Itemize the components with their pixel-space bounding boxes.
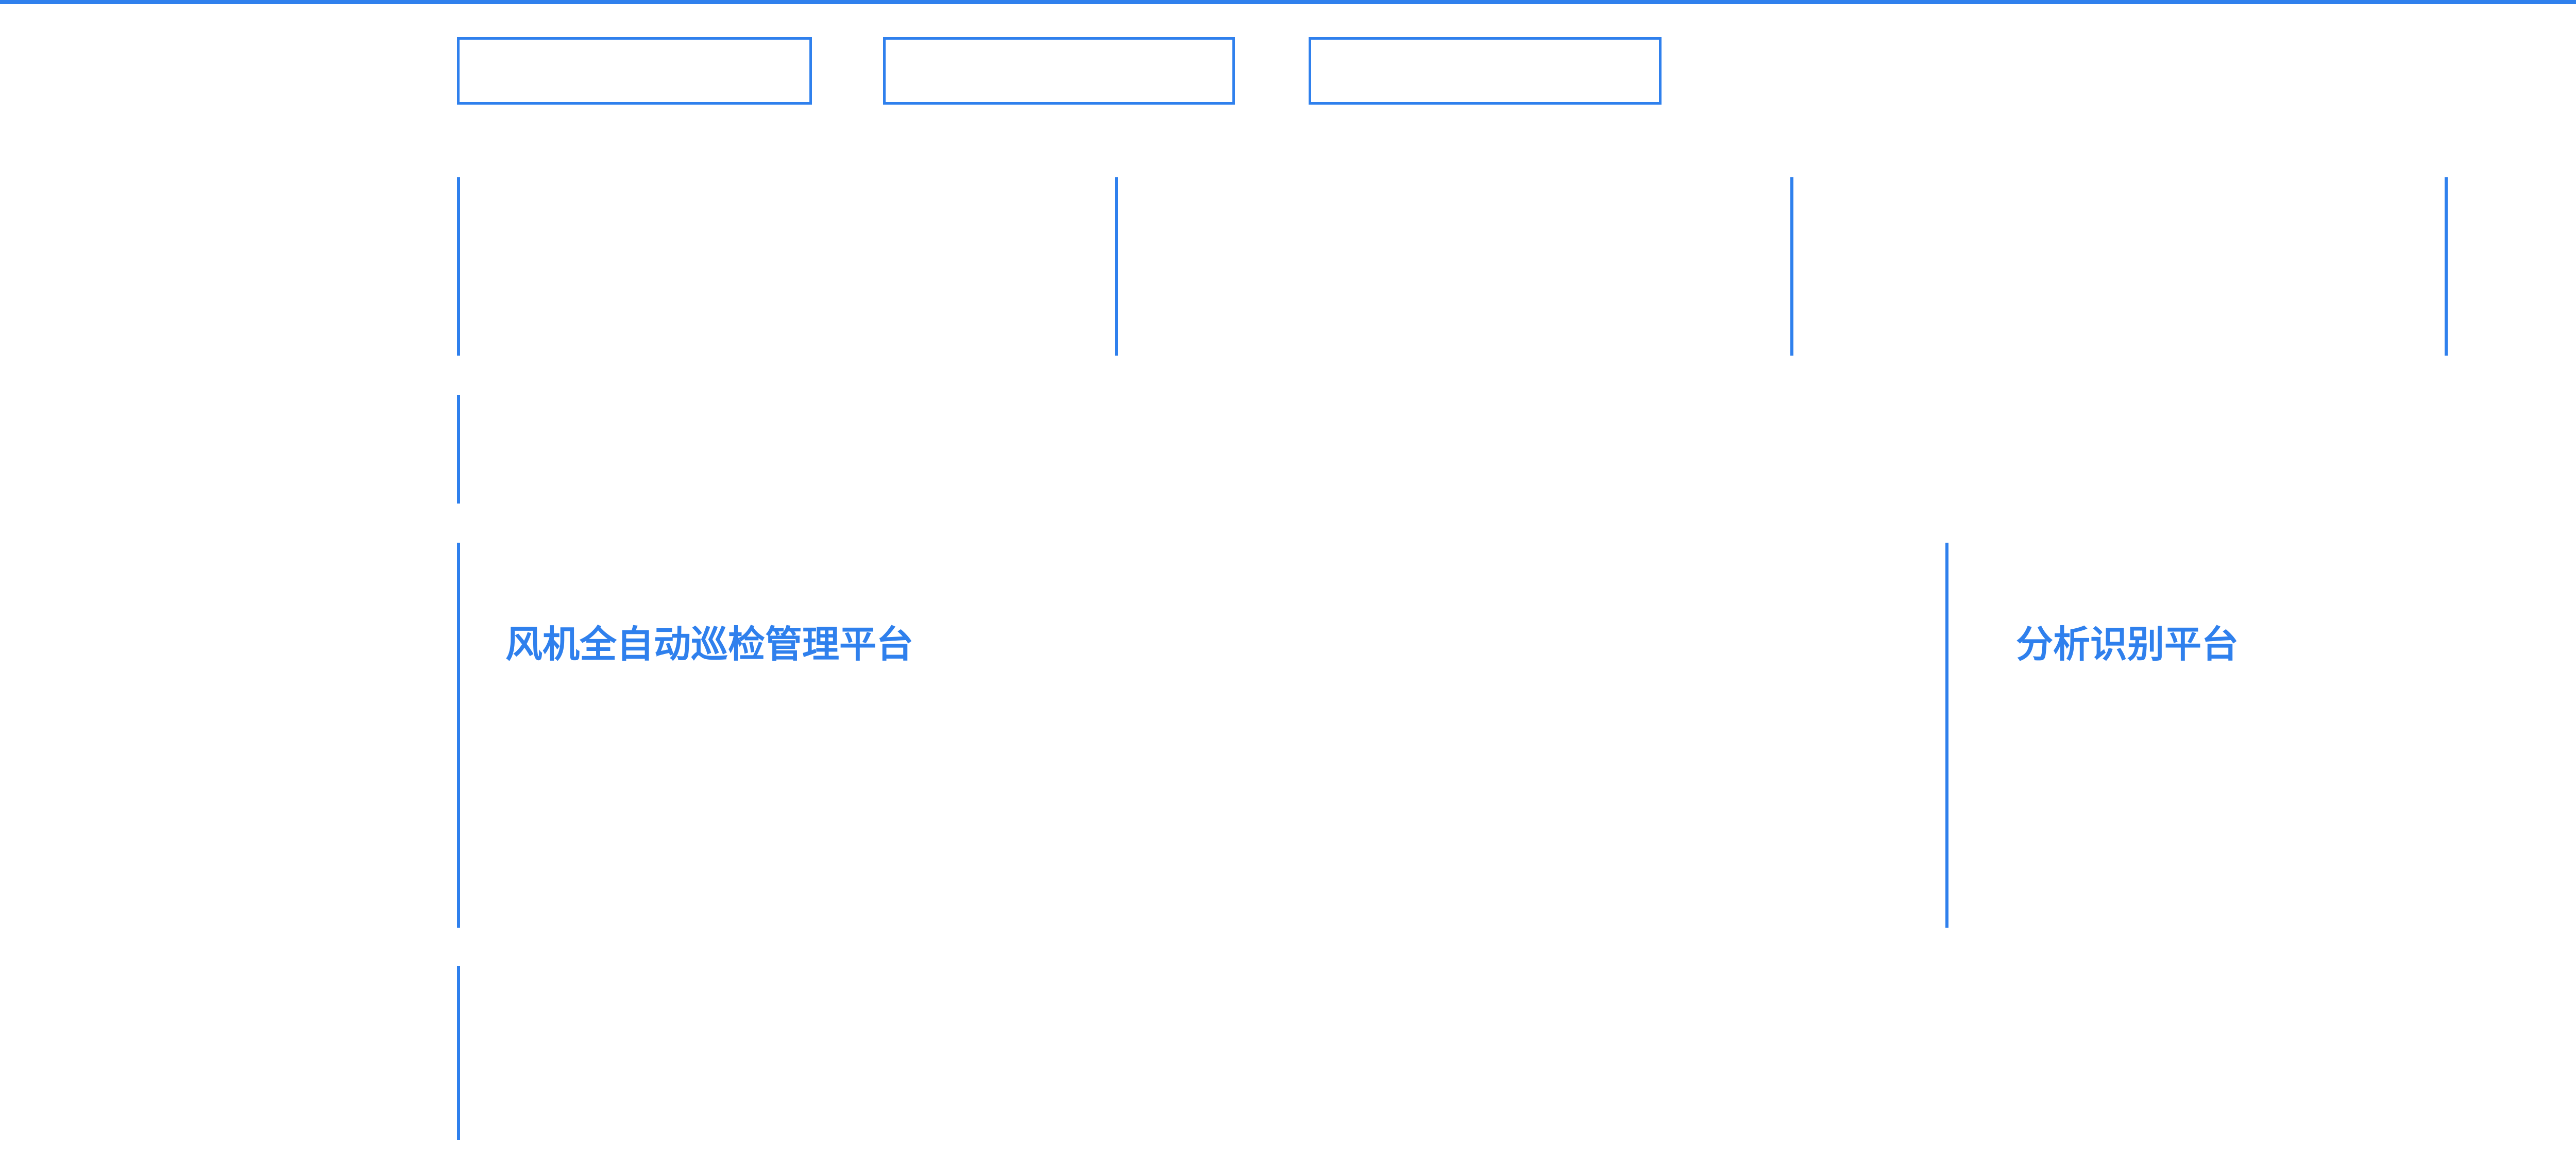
header-nav-box-1[interactable] [457, 37, 812, 105]
row5-column-divider-1 [457, 966, 460, 1140]
bottom-accent-bar [0, 0, 2576, 4]
row2-column-divider-3 [1790, 177, 1793, 356]
inspection-platform-title[interactable]: 风机全自动巡检管理平台 [505, 624, 914, 665]
row3-column-divider-1 [457, 395, 460, 504]
header-nav-box-3[interactable] [1309, 37, 1662, 105]
row2-column-divider-1 [457, 177, 460, 356]
header-nav-box-2[interactable] [883, 37, 1235, 105]
row4-column-divider-1 [457, 543, 460, 928]
row2-column-divider-2 [1115, 177, 1118, 356]
row2-column-divider-4 [2445, 177, 2448, 356]
analysis-platform-title[interactable]: 分析识别平台 [2016, 624, 2239, 665]
row4-column-divider-2 [1945, 543, 1948, 928]
